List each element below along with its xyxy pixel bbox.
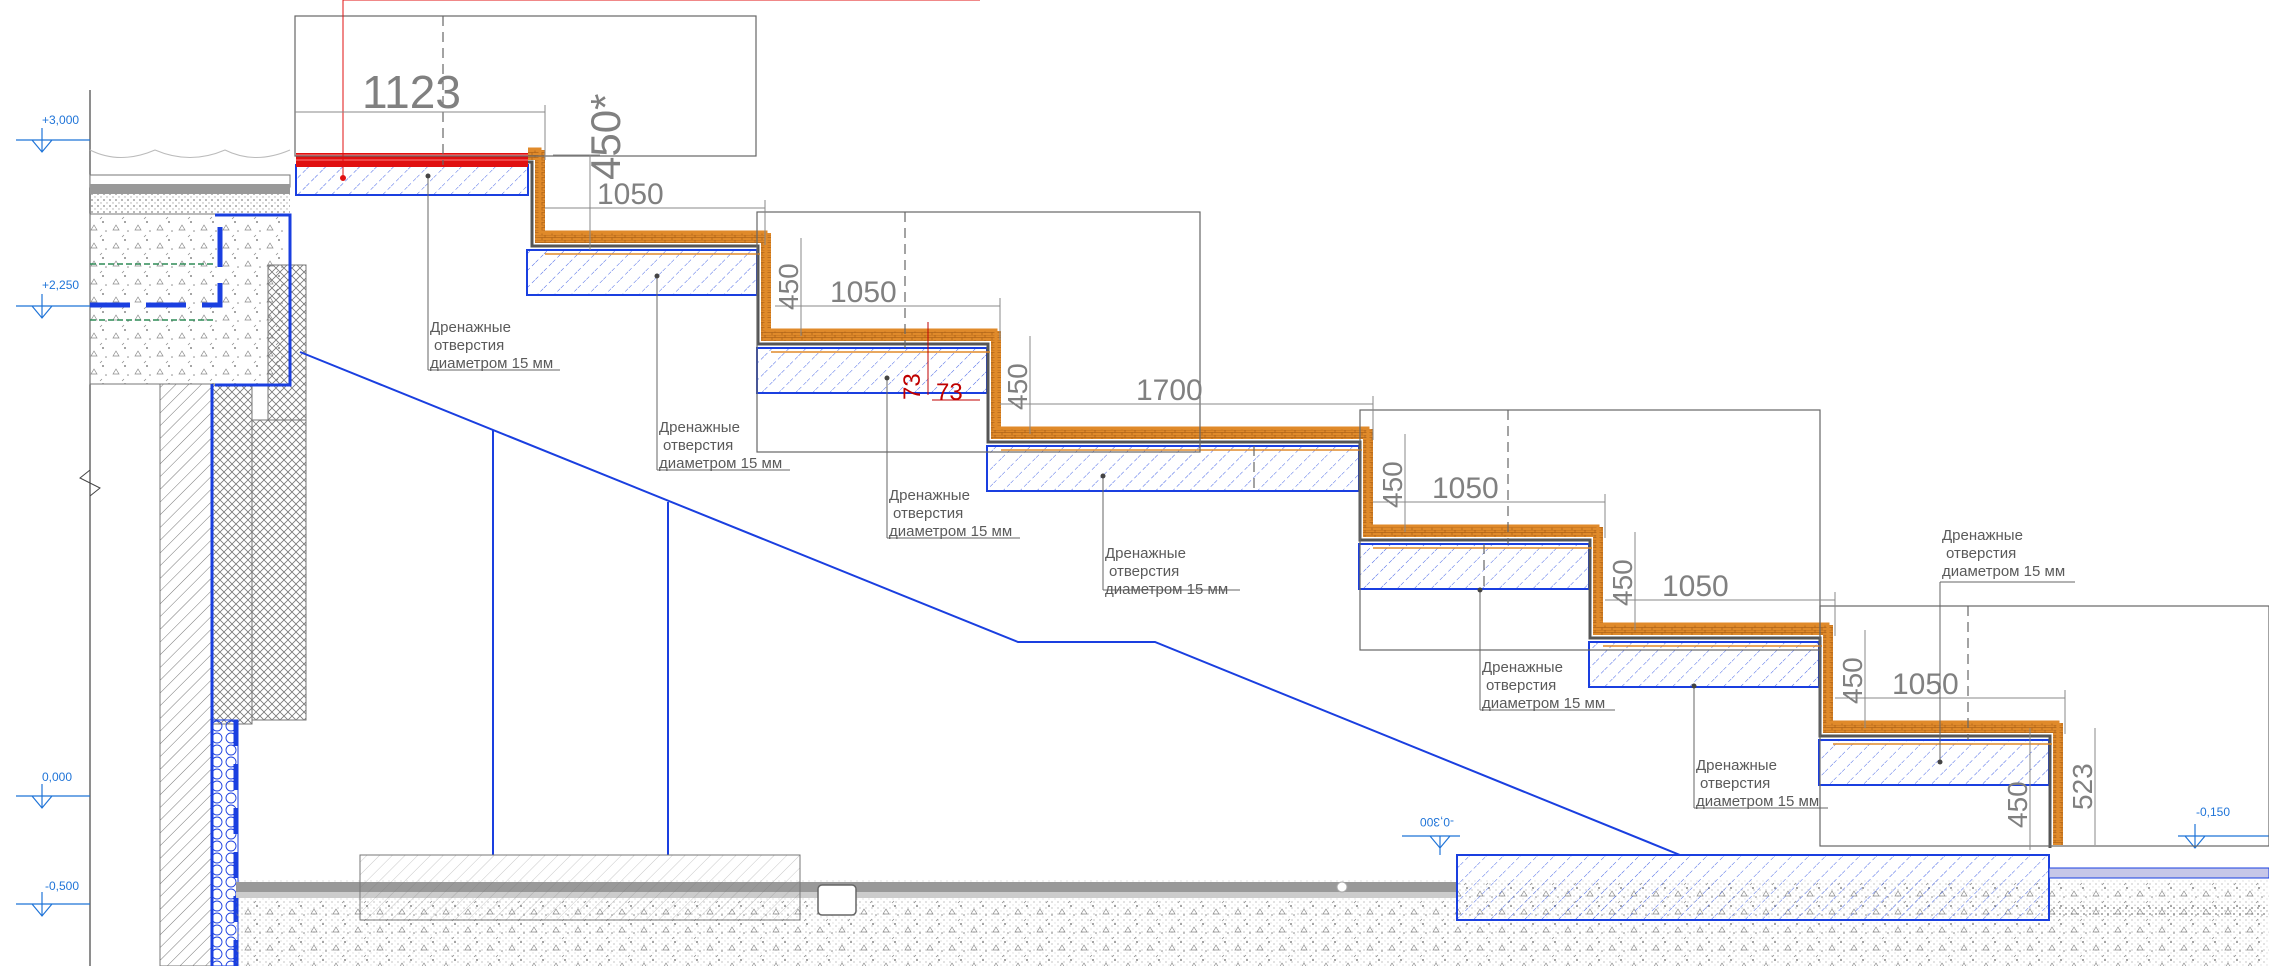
drainage-note: Дренажные отверстия диаметром 15 мм xyxy=(1937,527,2075,765)
drainage-note: Дренажные отверстия диаметром 15 мм xyxy=(425,173,560,372)
dimension-riser: 450 xyxy=(2002,781,2033,828)
dimension-tread: 1050 xyxy=(1432,472,1499,505)
red-detail-dims xyxy=(927,322,980,401)
level-label: +2,250 xyxy=(42,278,79,292)
note-line: диаметром 15 мм xyxy=(1482,695,1605,712)
dimension-riser: 450 xyxy=(1002,363,1033,410)
level-label: +3,000 xyxy=(42,113,79,127)
dimension-riser: 450 xyxy=(1607,559,1638,606)
detail-dimension: 73 xyxy=(899,373,926,400)
ground xyxy=(236,854,2269,966)
dimension-landing: 1700 xyxy=(1136,374,1203,407)
note-line: отверстия xyxy=(893,505,963,522)
level-label: -0,500 xyxy=(45,879,79,893)
drainage-note: Дренажные отверстия диаметром 15 мм xyxy=(1691,683,1828,810)
note-line: Дренажные xyxy=(659,419,740,436)
level-label: -0,150 xyxy=(2196,805,2230,819)
drainage-note: Дренажные отверстия диаметром 15 мм xyxy=(884,375,1020,540)
note-line: отверстия xyxy=(434,337,504,354)
note-line: диаметром 15 мм xyxy=(1105,581,1228,598)
note-line: Дренажные xyxy=(430,319,511,336)
drainage-note: Дренажные отверстия диаметром 15 мм xyxy=(1100,473,1240,598)
dimension-tread: 1050 xyxy=(830,276,897,309)
note-line: Дренажные xyxy=(889,487,970,504)
level-marker: -0,500 xyxy=(16,879,90,917)
level-marker: +2,250 xyxy=(16,278,90,319)
dimension-tread: 1050 xyxy=(1892,668,1959,701)
note-line: диаметром 15 мм xyxy=(659,455,782,472)
note-line: отверстия xyxy=(1486,677,1556,694)
drainage-note: Дренажные отверстия диаметром 15 мм xyxy=(654,273,790,472)
note-line: Дренажные xyxy=(1105,545,1186,562)
note-line: отверстия xyxy=(663,437,733,454)
level-markers: +3,000 +2,250 0,000 -0,500 -0,300 -0,150 xyxy=(16,113,2269,917)
detail-dimension: 73 xyxy=(936,379,963,406)
level-marker: -0,150 xyxy=(2178,805,2269,849)
level-label: 0,000 xyxy=(42,770,72,784)
note-line: диаметром 15 мм xyxy=(430,355,553,372)
stair-slabs xyxy=(295,153,2050,786)
level-label: -0,300 xyxy=(1420,815,1454,829)
note-line: отверстия xyxy=(1109,563,1179,580)
dimension-riser: 450 xyxy=(773,263,804,310)
level-marker: +3,000 xyxy=(16,113,90,153)
dimension-riser: 450 xyxy=(1837,657,1868,704)
dimension-tread: 1050 xyxy=(597,178,664,211)
note-line: отверстия xyxy=(1700,775,1770,792)
dimension-lines xyxy=(295,105,2096,850)
dimension-top-width: 1123 xyxy=(362,66,461,118)
note-line: диаметром 15 мм xyxy=(1942,563,2065,580)
level-marker: 0,000 xyxy=(16,770,90,809)
reference-frames xyxy=(294,15,2269,847)
dimension-riser: 523 xyxy=(2067,763,2098,810)
note-line: отверстия xyxy=(1946,545,2016,562)
note-line: Дренажные xyxy=(1482,659,1563,676)
dimension-top-height: 450* xyxy=(582,94,629,180)
note-line: Дренажные xyxy=(1696,757,1777,774)
drainage-note: Дренажные отверстия диаметром 15 мм xyxy=(1477,587,1615,712)
support-frame xyxy=(299,351,1681,856)
dimension-tread: 1050 xyxy=(1662,570,1729,603)
level-marker: -0,300 xyxy=(1402,815,1460,855)
left-wall xyxy=(79,90,307,966)
note-line: диаметром 15 мм xyxy=(1696,793,1819,810)
red-leader xyxy=(340,0,980,181)
note-line: Дренажные xyxy=(1942,527,2023,544)
note-line: диаметром 15 мм xyxy=(889,523,1012,540)
dimension-riser: 450 xyxy=(1377,461,1408,508)
